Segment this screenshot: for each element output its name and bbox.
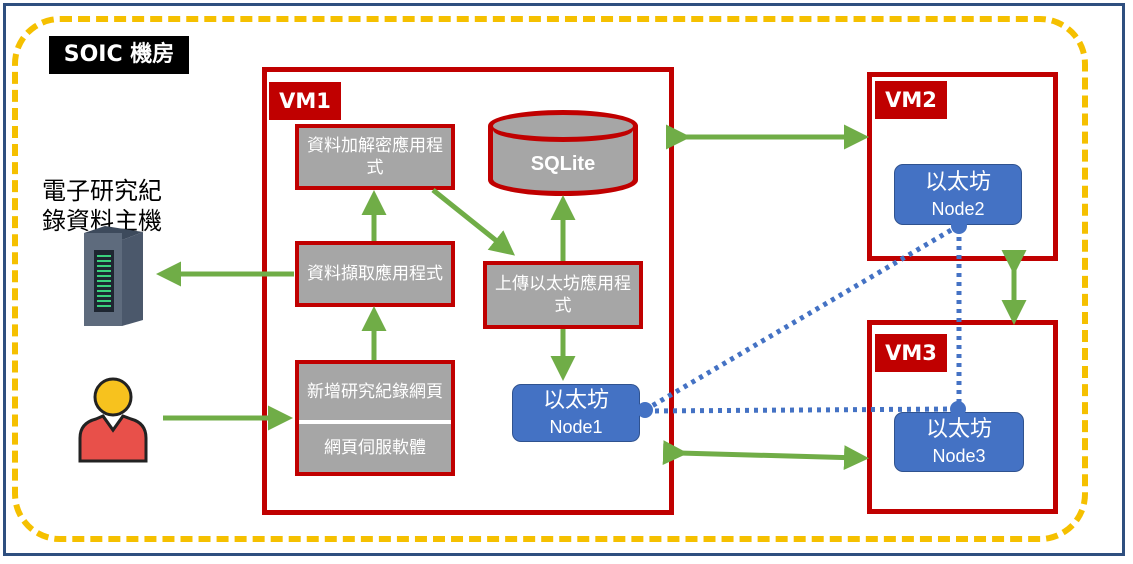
node1-name: 以太坊	[542, 388, 609, 413]
fetch-app-box: 資料擷取應用程式	[295, 241, 455, 307]
outer-frame	[3, 3, 1125, 556]
node1-id: Node1	[549, 417, 603, 437]
node2-id: Node2	[931, 198, 985, 219]
upload-app-box: 上傳以太坊應用程式	[483, 261, 643, 329]
host-label-line2: 錄資料主機	[42, 207, 162, 235]
node2-name: 以太坊	[924, 169, 991, 195]
web-stack-box: 新增研究紀錄網頁 網頁伺服軟體	[295, 360, 455, 476]
vm3-tag: VM3	[875, 334, 947, 372]
vm2-tag: VM2	[875, 81, 947, 119]
encrypt-app-box: 資料加解密應用程式	[295, 124, 455, 190]
web-stack-divider	[299, 420, 451, 424]
node3-name: 以太坊	[925, 417, 992, 442]
node2-box: 以太坊 Node2	[894, 164, 1022, 225]
vm1-tag: VM1	[269, 82, 341, 120]
host-label: 電子研究紀 錄資料主機	[42, 176, 182, 236]
host-label-line1: 電子研究紀	[42, 177, 162, 205]
node1-box: 以太坊 Node1	[512, 384, 640, 442]
server-room-title: SOIC 機房	[49, 36, 189, 74]
add-record-page-label: 新增研究紀錄網頁	[307, 382, 443, 402]
web-server-label: 網頁伺服軟體	[324, 438, 426, 458]
server-room-boundary	[12, 16, 1088, 542]
node3-box: 以太坊 Node3	[894, 412, 1024, 472]
node3-id: Node3	[932, 446, 986, 466]
